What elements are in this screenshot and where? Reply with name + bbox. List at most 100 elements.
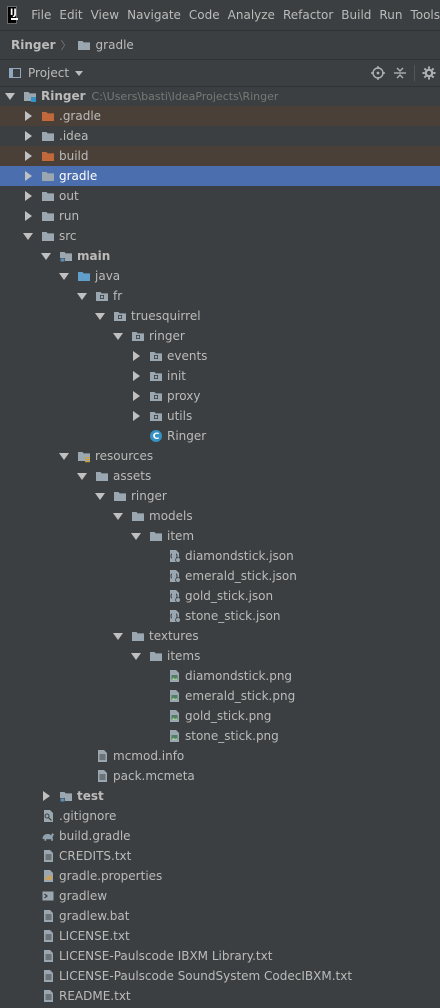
collapsed-arrow-icon[interactable] xyxy=(25,151,32,161)
menu-build[interactable]: Build xyxy=(341,8,372,22)
tree-row[interactable]: run xyxy=(0,206,440,226)
tree-item-label: main xyxy=(77,249,111,263)
tree-row[interactable]: gradle xyxy=(0,166,440,186)
toolwindow-title[interactable]: Project xyxy=(28,66,70,80)
expanded-arrow-icon[interactable] xyxy=(113,513,123,520)
collapsed-arrow-icon[interactable] xyxy=(25,131,32,141)
view-selector-chevron-down-icon[interactable] xyxy=(75,70,84,76)
tree-row[interactable]: events xyxy=(0,346,440,366)
tree-row[interactable]: gradlew xyxy=(0,886,440,906)
text-file-icon xyxy=(95,749,109,763)
tree-row[interactable]: build.gradle xyxy=(0,826,440,846)
tree-row[interactable]: diamondstick.png xyxy=(0,666,440,686)
settings-button[interactable] xyxy=(418,62,440,84)
tree-row[interactable]: utils xyxy=(0,406,440,426)
tree-row[interactable]: gradle.properties xyxy=(0,866,440,886)
collapsed-arrow-icon[interactable] xyxy=(25,171,32,181)
menu-view[interactable]: View xyxy=(90,8,120,22)
tree-row[interactable]: stone_stick.json xyxy=(0,606,440,626)
breadcrumb-project[interactable]: Ringer xyxy=(11,38,56,52)
tree-row[interactable]: README.txt xyxy=(0,986,440,1006)
tree-row[interactable]: gold_stick.png xyxy=(0,706,440,726)
tree-row[interactable]: out xyxy=(0,186,440,206)
tree-item-label: diamondstick.png xyxy=(185,669,293,683)
collapsed-arrow-icon[interactable] xyxy=(133,351,140,361)
tree-row[interactable]: LICENSE.txt xyxy=(0,926,440,946)
locate-file-button[interactable] xyxy=(367,62,389,84)
tree-row[interactable]: textures xyxy=(0,626,440,646)
tree-row[interactable]: test xyxy=(0,786,440,806)
expanded-arrow-icon[interactable] xyxy=(131,533,141,540)
folder-icon xyxy=(149,649,163,663)
expanded-arrow-icon[interactable] xyxy=(23,233,33,240)
tree-row[interactable]: emerald_stick.json xyxy=(0,566,440,586)
menu-code[interactable]: Code xyxy=(188,8,220,22)
tree-row[interactable]: fr xyxy=(0,286,440,306)
expanded-arrow-icon[interactable] xyxy=(131,653,141,660)
tree-row[interactable]: items xyxy=(0,646,440,666)
menu-tools[interactable]: Tools xyxy=(410,8,440,22)
tree-row[interactable]: assets xyxy=(0,466,440,486)
source-root-folder-icon xyxy=(59,789,73,803)
expanded-arrow-icon[interactable] xyxy=(95,313,105,320)
menu-run[interactable]: Run xyxy=(379,8,403,22)
tree-row[interactable]: diamondstick.json xyxy=(0,546,440,566)
tree-row[interactable]: emerald_stick.png xyxy=(0,686,440,706)
collapsed-arrow-icon[interactable] xyxy=(133,411,140,421)
tree-row[interactable]: java xyxy=(0,266,440,286)
collapse-all-button[interactable] xyxy=(389,62,411,84)
tree-row[interactable]: pack.mcmeta xyxy=(0,766,440,786)
collapsed-arrow-icon[interactable] xyxy=(133,371,140,381)
collapsed-arrow-icon[interactable] xyxy=(25,211,32,221)
breadcrumb-current[interactable]: gradle xyxy=(95,38,134,52)
expanded-arrow-icon[interactable] xyxy=(59,273,69,280)
expanded-arrow-icon[interactable] xyxy=(113,633,123,640)
tree-row[interactable]: LICENSE-Paulscode IBXM Library.txt xyxy=(0,946,440,966)
tree-item-label: test xyxy=(77,789,104,803)
tree-row[interactable]: stone_stick.png xyxy=(0,726,440,746)
expanded-arrow-icon[interactable] xyxy=(59,453,69,460)
tree-row[interactable]: main xyxy=(0,246,440,266)
tree-row[interactable]: LICENSE-Paulscode SoundSystem CodecIBXM.… xyxy=(0,966,440,986)
tree-row[interactable]: truesquirrel xyxy=(0,306,440,326)
expanded-arrow-icon[interactable] xyxy=(113,333,123,340)
tree-item-label: textures xyxy=(149,629,199,643)
menu-refactor[interactable]: Refactor xyxy=(282,8,334,22)
tree-row[interactable]: gradlew.bat xyxy=(0,906,440,926)
tree-row[interactable]: gold_stick.json xyxy=(0,586,440,606)
tree-row[interactable]: src xyxy=(0,226,440,246)
menu-edit[interactable]: Edit xyxy=(59,8,83,22)
expanded-arrow-icon[interactable] xyxy=(77,293,87,300)
tree-row[interactable]: ringer xyxy=(0,486,440,506)
tree-row[interactable]: .gitignore xyxy=(0,806,440,826)
tree-item-label: ringer xyxy=(131,489,167,503)
expanded-arrow-icon[interactable] xyxy=(41,253,51,260)
package-icon xyxy=(149,409,163,423)
collapsed-arrow-icon[interactable] xyxy=(133,391,140,401)
tree-row[interactable]: resources xyxy=(0,446,440,466)
expanded-arrow-icon[interactable] xyxy=(5,93,15,100)
collapsed-arrow-icon[interactable] xyxy=(25,111,32,121)
tree-row[interactable]: .idea xyxy=(0,126,440,146)
expanded-arrow-icon[interactable] xyxy=(95,493,105,500)
tree-row[interactable]: item xyxy=(0,526,440,546)
expanded-arrow-icon[interactable] xyxy=(77,473,87,480)
source-folder-icon xyxy=(77,269,91,283)
tree-row[interactable]: models xyxy=(0,506,440,526)
tree-row[interactable]: mcmod.info xyxy=(0,746,440,766)
tree-row[interactable]: .gradle xyxy=(0,106,440,126)
folder-icon xyxy=(41,189,55,203)
tree-row[interactable]: ringer xyxy=(0,326,440,346)
menu-file[interactable]: File xyxy=(31,8,52,22)
collapsed-arrow-icon[interactable] xyxy=(25,191,32,201)
tree-row[interactable]: build xyxy=(0,146,440,166)
tree-row[interactable]: init xyxy=(0,366,440,386)
collapsed-arrow-icon[interactable] xyxy=(43,791,50,801)
tree-row[interactable]: proxy xyxy=(0,386,440,406)
tree-row[interactable]: CREDITS.txt xyxy=(0,846,440,866)
menu-analyze[interactable]: Analyze xyxy=(227,8,275,22)
menu-navigate[interactable]: Navigate xyxy=(127,8,181,22)
package-icon xyxy=(149,369,163,383)
